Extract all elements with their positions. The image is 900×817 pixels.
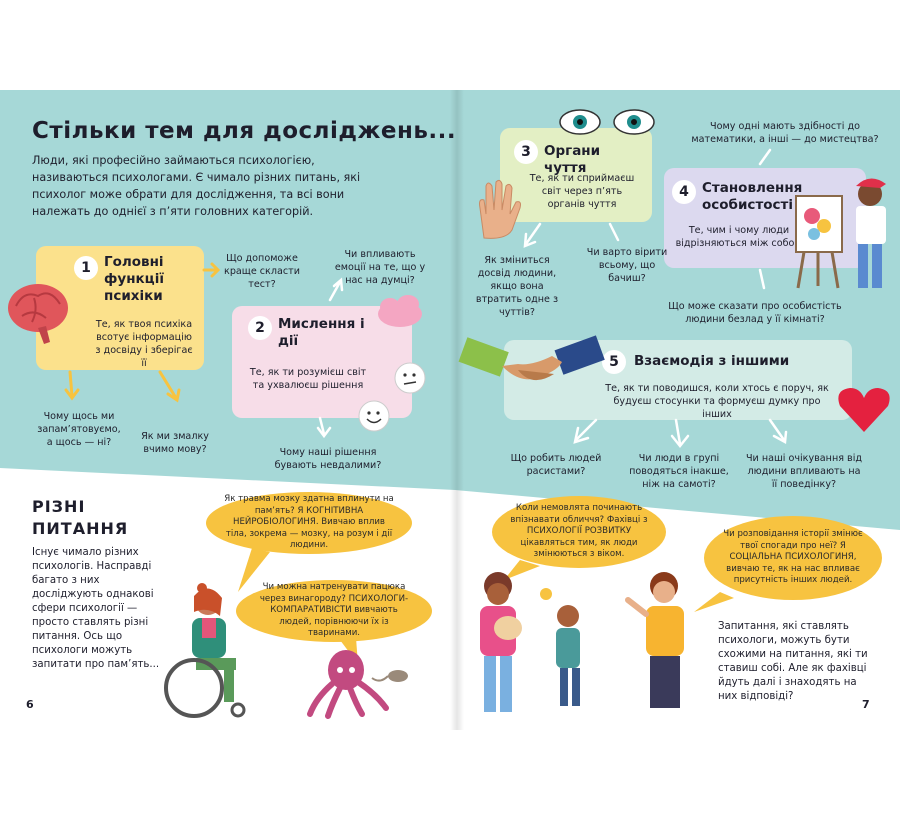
- category-number: 1: [74, 256, 98, 280]
- section-heading: РІЗНІ ПИТАННЯ: [32, 497, 129, 538]
- category-text: Те, як ти поводишся, коли хтось є поруч,…: [605, 383, 829, 420]
- speech-bubble-comparative: Чи можна натренувати пацюка через винаго…: [236, 580, 432, 642]
- octopus-and-rat-illustration: [307, 650, 408, 719]
- eyes-icon: [559, 109, 655, 135]
- category-text: Те, як ти розумієш світ та ухвалюєш ріше…: [249, 367, 367, 391]
- brain-icon: [8, 284, 68, 344]
- social-psychologist-illustration: [625, 572, 684, 708]
- painter-illustration: [795, 178, 886, 289]
- page-number-left: 6: [26, 698, 34, 711]
- hand-icon: [479, 179, 521, 239]
- speech-bubble-development: Коли немовлята починають впізнавати обли…: [492, 496, 666, 568]
- section-paragraph-right: Запитання, які ставлять психологи, можут…: [718, 621, 868, 702]
- thinking-face-icon: [394, 362, 426, 394]
- heart-icon: [838, 388, 890, 432]
- category-number: 5: [602, 350, 626, 374]
- category-title: Органи чуття: [544, 143, 601, 176]
- section-paragraph-left: Існує чимало різних психологів. Насправд…: [32, 547, 160, 670]
- speech-bubble-neuro: Як травма мозку здатна вплинути на пам’я…: [206, 492, 412, 554]
- question-text: Чи наші очікування від людини впливають …: [745, 453, 863, 490]
- category-text: Те, як твоя психіка всотує інформацію з …: [95, 319, 193, 369]
- category-title: Взаємодія з іншими: [634, 353, 790, 369]
- question-text: Чому щось ми запам’ятовуємо, а щось — ні…: [37, 411, 121, 448]
- question-text: Як зміниться досвід людини, якщо вона вт…: [475, 255, 559, 318]
- question-text: Як ми змалку вчимо мову?: [141, 431, 209, 455]
- handshake-icon: [458, 335, 605, 381]
- arrows-layer: [64, 262, 221, 403]
- cloud-icon: [378, 295, 422, 327]
- category-text: Те, як ти сприймаєш світ через п’ять орг…: [529, 173, 635, 210]
- category-text: Те, чим і чому люди відрізняються між со…: [675, 225, 803, 249]
- category-number: 4: [672, 180, 696, 204]
- question-text: Чи впливають емоції на те, що у нас на д…: [334, 249, 426, 286]
- question-text: Чи люди в групі поводяться інакше, ніж н…: [629, 453, 729, 490]
- mother-and-baby-illustration: [480, 572, 580, 712]
- wheelchair-woman-illustration: [164, 583, 246, 718]
- question-text: Що робить людей расистами?: [510, 453, 602, 477]
- question-text: Чи варто вірити всьому, що бачиш?: [586, 247, 668, 284]
- question-text: Чому одні мають здібності до математики,…: [691, 121, 879, 145]
- speech-bubble-social: Чи розповідання історії змінює твої спог…: [704, 516, 882, 600]
- page-title: Стільки тем для досліджень...: [32, 118, 457, 144]
- category-title: Мислення і дії: [278, 316, 365, 349]
- category-title: Головні функції психіки: [104, 254, 164, 304]
- category-box-3: 3 Органи чуття Те, як ти сприймаєш світ …: [500, 128, 652, 222]
- category-number: 2: [248, 316, 272, 340]
- book-gutter: [450, 90, 464, 730]
- question-text: Що допоможе краще скласти тест?: [224, 253, 300, 290]
- question-text: Чому наші рішення бувають невдалими?: [274, 447, 382, 471]
- category-title: Становлення особистості: [702, 180, 803, 213]
- smiley-icon: [358, 400, 390, 432]
- question-text: Що може сказати про особистість людини б…: [668, 301, 842, 325]
- category-number: 3: [514, 140, 538, 164]
- category-box-2: 2 Мислення і дії Те, як ти розумієш світ…: [232, 306, 412, 418]
- intro-text: Люди, які професійно займаються психолог…: [32, 154, 361, 218]
- page-number-right: 7: [862, 698, 870, 711]
